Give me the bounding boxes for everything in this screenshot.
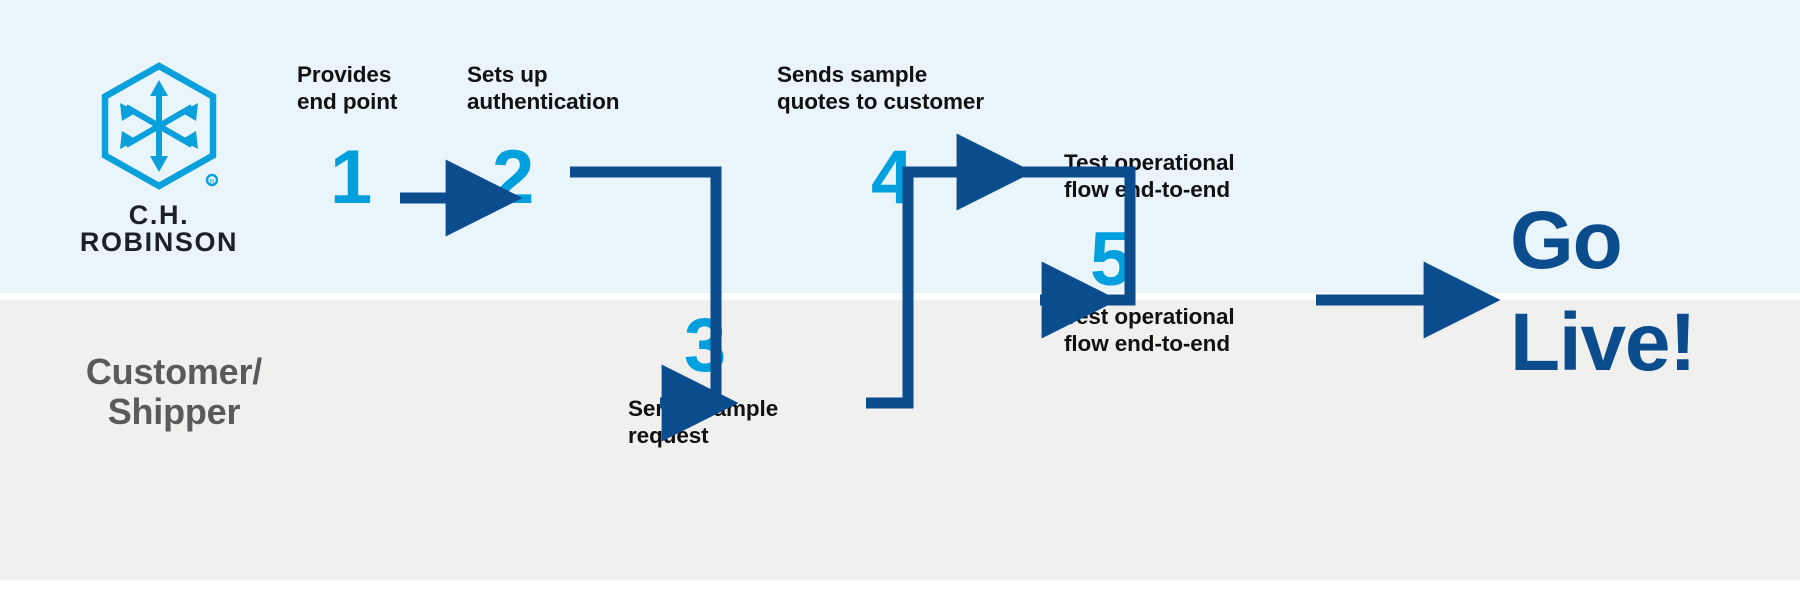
lane-band-ch-robinson [0, 0, 1800, 293]
lane-band-customer-shipper [0, 300, 1800, 580]
connector-3-to-4 [866, 133, 1034, 409]
step-4-caption: Sends sample quotes to customer [777, 62, 984, 114]
go-live-label: Go Live! [1510, 195, 1697, 388]
svg-text:R: R [210, 180, 215, 186]
step-number-1: 1 [330, 135, 372, 220]
brand-wordmark: C.H. ROBINSON [79, 200, 239, 257]
ch-robinson-logo: R C.H. ROBINSON [50, 62, 268, 256]
connector-4-to-5 [962, 166, 1136, 339]
hexagon-arrows-icon: R [101, 62, 218, 190]
step-1-caption: Provides end point [297, 62, 398, 114]
step-2-caption: Sets up authentication [467, 62, 620, 114]
connector-2-to-3 [570, 166, 739, 442]
lane-label-customer-shipper: Customer/ Shipper [85, 351, 263, 433]
